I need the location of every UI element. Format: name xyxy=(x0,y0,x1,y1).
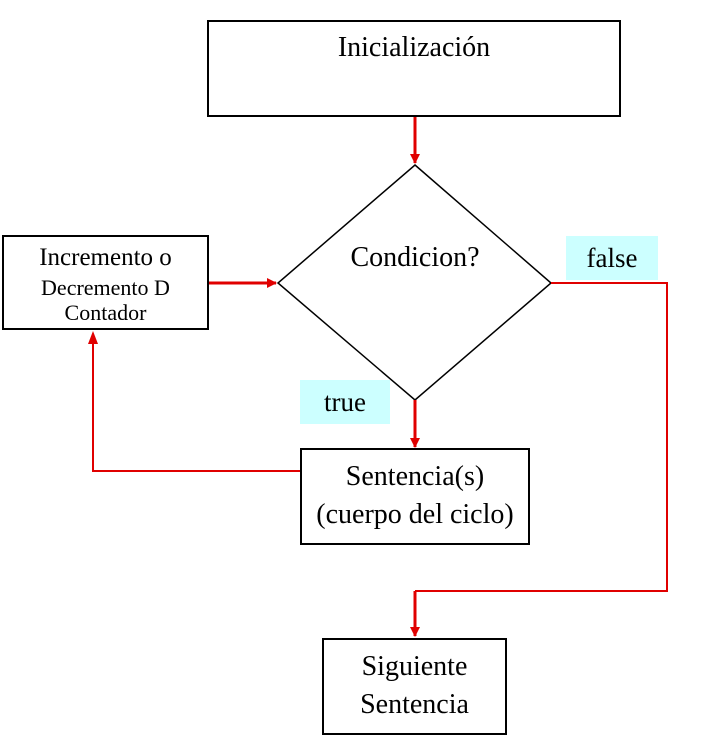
counter-line-2: Decremento D xyxy=(41,275,170,300)
true-label: true xyxy=(300,380,390,424)
next-line-2: Sentencia xyxy=(360,689,469,720)
condition-diamond xyxy=(276,164,553,401)
init-label: Inicialización xyxy=(337,32,491,63)
counter-line-3: Contador xyxy=(64,300,147,325)
line-body-to-counter xyxy=(92,334,300,472)
condition-label: Condicion? xyxy=(350,242,480,273)
arrowhead-to-counter xyxy=(88,331,98,344)
body-line-1: Sentencia(s) xyxy=(345,461,485,492)
next-line-1: Siguiente xyxy=(361,651,468,682)
line-condition-false-path xyxy=(415,282,668,592)
body-box: Sentencia(s) (cuerpo del ciclo) xyxy=(300,448,530,545)
counter-line-1: Incremento o xyxy=(39,244,172,271)
next-box: Siguiente Sentencia xyxy=(322,638,507,735)
counter-box: Incremento o Decremento D Contador xyxy=(2,235,209,330)
init-box: Inicialización xyxy=(207,20,621,117)
body-line-2: (cuerpo del ciclo) xyxy=(316,499,514,530)
false-label: false xyxy=(566,236,658,280)
